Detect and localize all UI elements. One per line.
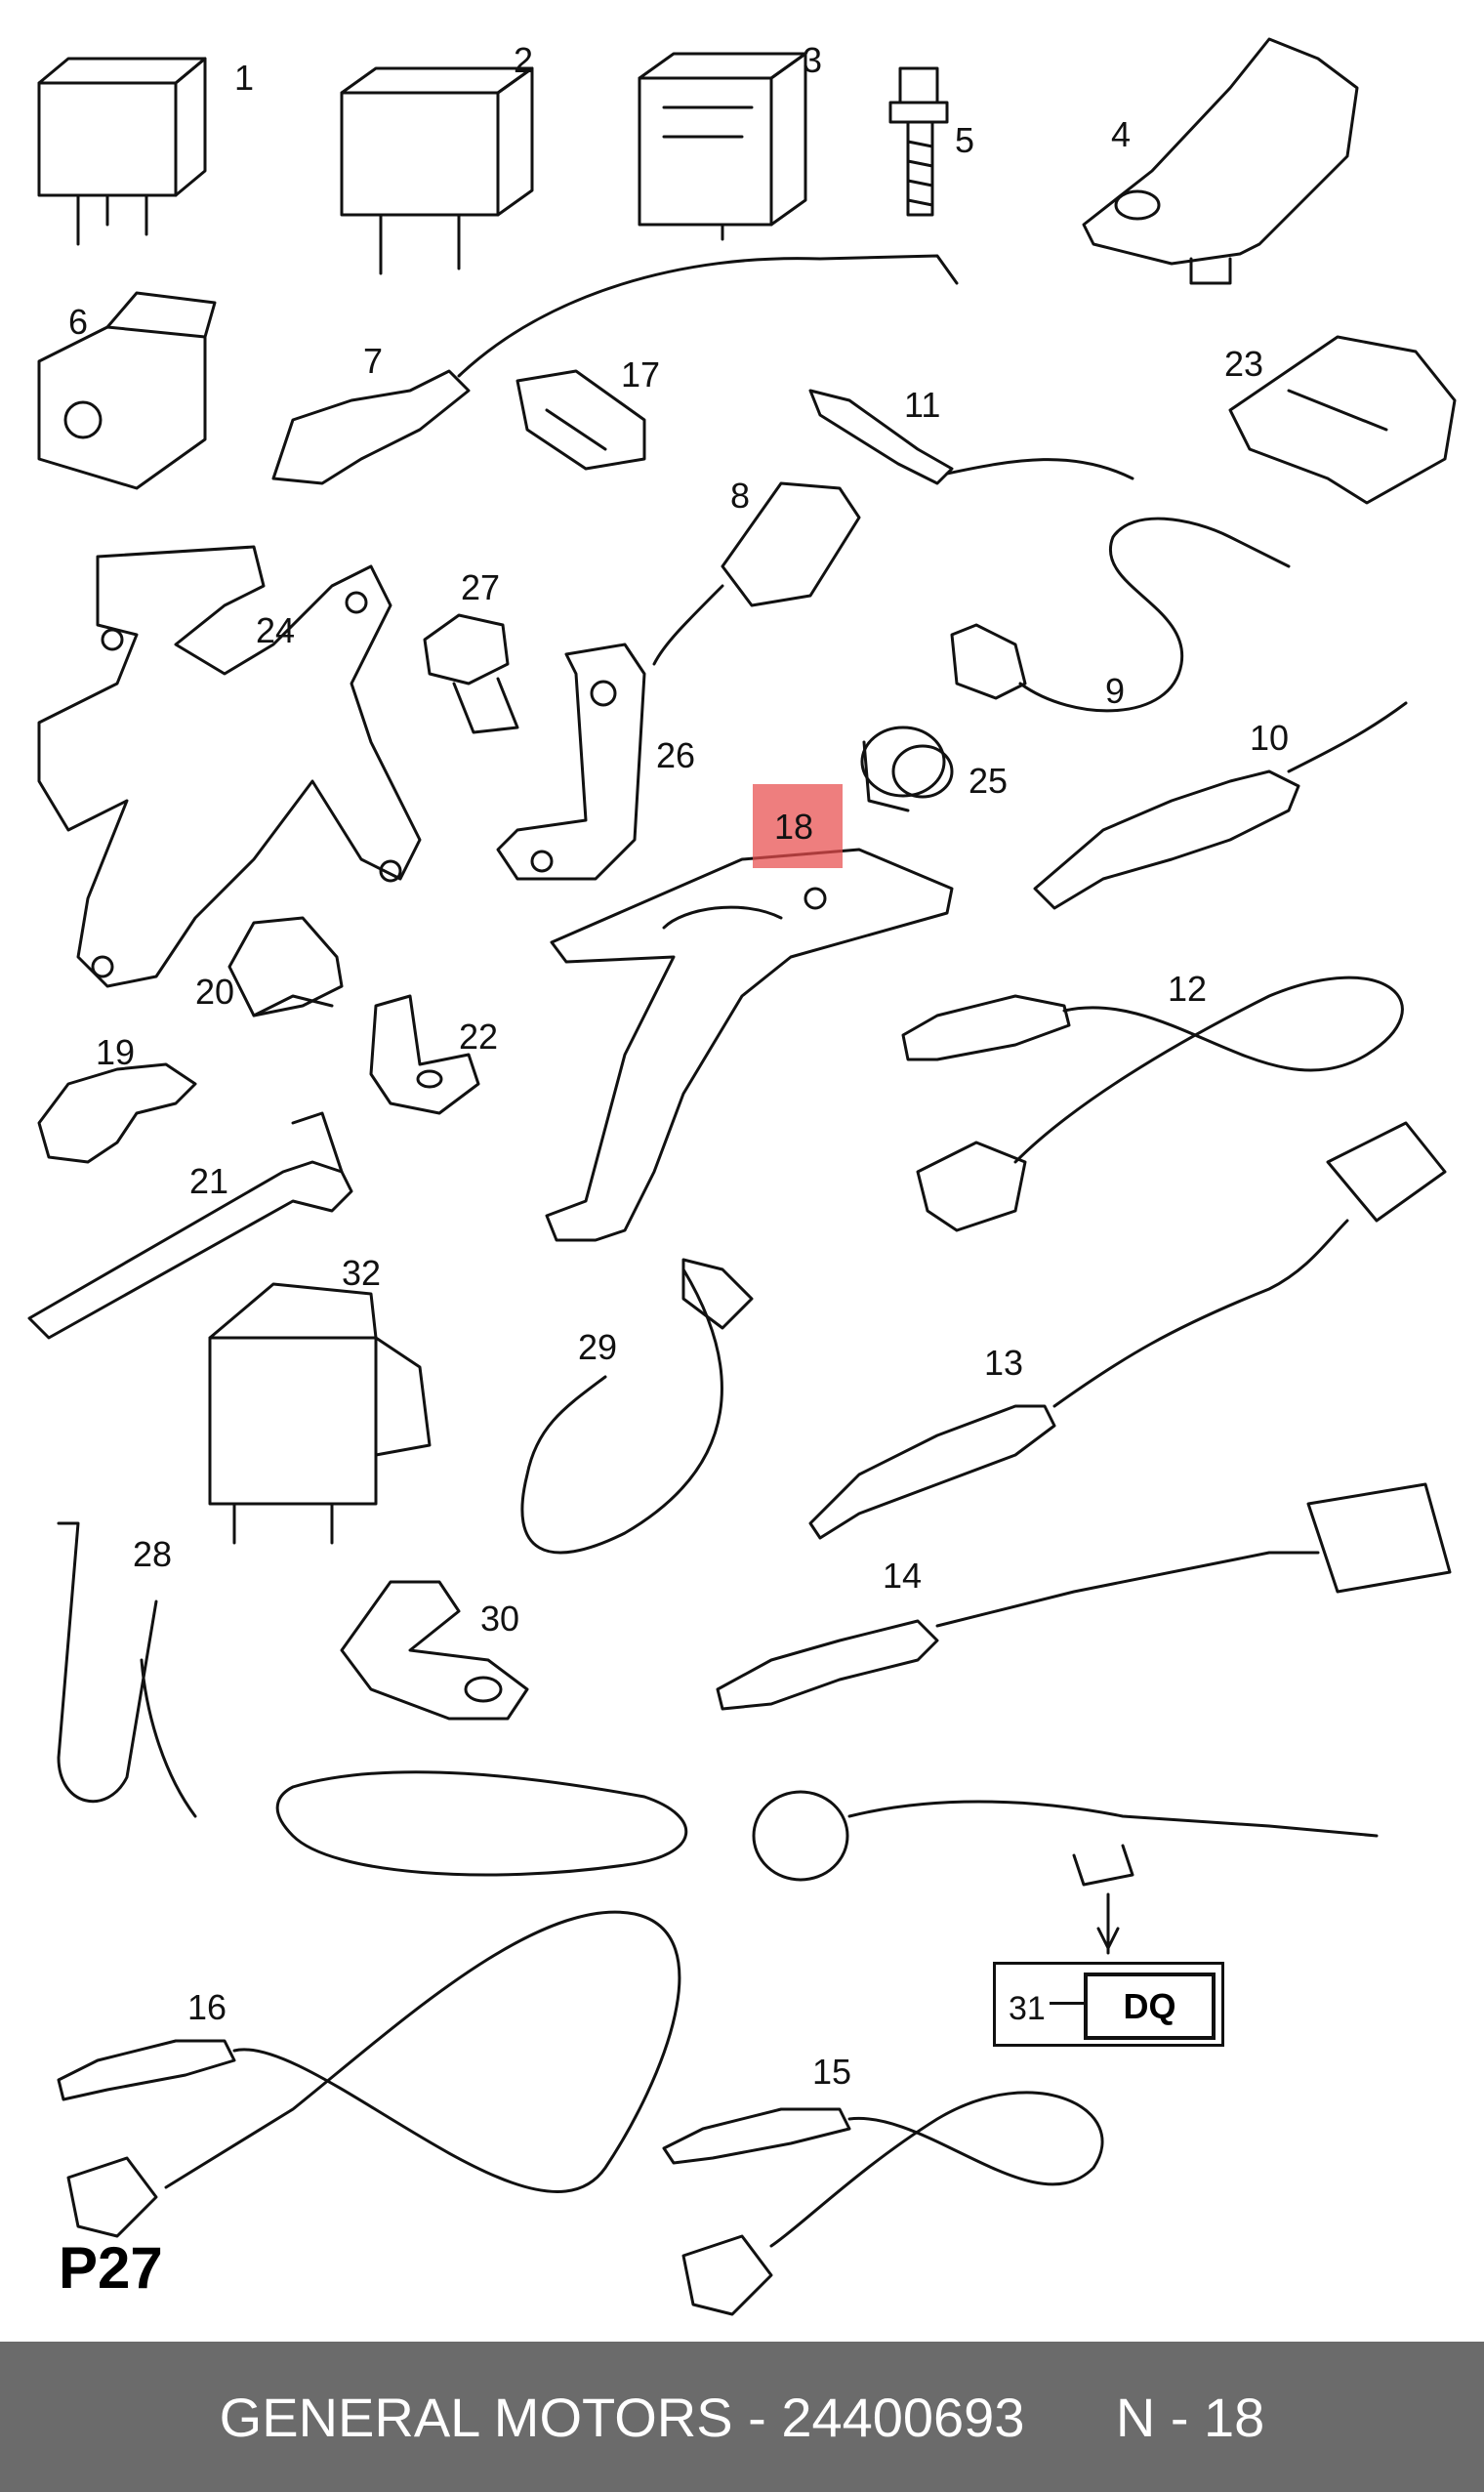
callout-6: 6 — [68, 302, 89, 342]
part-12-sensor — [901, 976, 1404, 1232]
part-13-sensor — [808, 1121, 1447, 1540]
part-1-relay — [37, 57, 207, 246]
part-16-sensor — [57, 1910, 681, 2238]
footer-separator: - — [732, 2386, 782, 2448]
part-7-sensor — [271, 254, 959, 485]
callout-31: 31 — [1009, 1990, 1046, 2027]
callout-17: 17 — [621, 354, 661, 395]
part-15-sensor — [662, 2091, 1104, 2316]
callout-20: 20 — [195, 972, 235, 1012]
part-5-bolt — [888, 66, 949, 217]
callout-28: 28 — [133, 1534, 173, 1574]
callout-8: 8 — [730, 476, 751, 516]
footer-position-label: N - 18 — [1115, 2386, 1265, 2448]
legend-leader-line — [1050, 2002, 1085, 2005]
part-23-clip — [1228, 335, 1457, 505]
part-9-sensor — [950, 517, 1291, 713]
part-32-relay — [208, 1282, 432, 1545]
callout-15: 15 — [812, 2052, 852, 2092]
callout-11: 11 — [904, 385, 941, 425]
part-14-sensor — [716, 1482, 1452, 1711]
callout-14: 14 — [883, 1556, 923, 1596]
callout-7: 7 — [363, 341, 384, 381]
part-10-sensor — [1033, 701, 1408, 910]
callout-24: 24 — [256, 610, 296, 650]
callout-10: 10 — [1250, 718, 1290, 758]
callout-3: 3 — [803, 40, 823, 80]
part-3-relay — [638, 52, 807, 241]
part-26-bracket — [496, 643, 646, 881]
parts-diagram — [27, 37, 1457, 2316]
part-31-harness — [275, 1770, 1379, 1955]
highlight-part-18 — [753, 784, 843, 868]
part-8-connector — [652, 481, 861, 666]
callout-21: 21 — [189, 1161, 229, 1201]
callout-9: 9 — [1105, 671, 1126, 711]
footer-brand: GENERAL MOTORS — [219, 2386, 733, 2448]
page-code: P27 — [59, 2235, 163, 2301]
part-4-sensor — [1082, 37, 1359, 285]
callout-32: 32 — [342, 1253, 382, 1293]
callout-12: 12 — [1168, 969, 1208, 1009]
legend-code-dq: DQ — [1084, 1973, 1216, 2040]
part-20-clamp — [227, 916, 344, 1018]
callout-19: 19 — [96, 1032, 136, 1072]
callout-25: 25 — [969, 761, 1009, 801]
part-22-bracket — [369, 994, 480, 1115]
callout-29: 29 — [578, 1327, 618, 1367]
callout-18: 18 — [774, 807, 814, 847]
callout-22: 22 — [459, 1017, 499, 1057]
part-24-bracket — [37, 545, 422, 988]
callout-13: 13 — [984, 1343, 1024, 1383]
part-27-bolt — [423, 613, 519, 734]
part-28-cable-tie — [57, 1521, 197, 1818]
part-29-strap — [520, 1258, 754, 1555]
part-17-clip — [515, 369, 646, 471]
footer-part-number: 24400693 — [781, 2386, 1025, 2448]
part-6-switch — [37, 291, 217, 490]
part-2-relay — [340, 66, 534, 275]
part-30-clip — [340, 1580, 529, 1721]
part-25-bush — [860, 726, 954, 812]
callout-16: 16 — [187, 1987, 227, 2027]
part-21-cable-tie — [27, 1111, 353, 1340]
callout-27: 27 — [461, 567, 501, 607]
footer-bar: GENERAL MOTORS - 24400693 N - 18 — [0, 2342, 1484, 2492]
callout-2: 2 — [514, 40, 534, 80]
part-11-sensor — [808, 389, 1134, 485]
footer-gap — [1024, 2386, 1115, 2449]
callout-23: 23 — [1224, 344, 1264, 384]
part-18-bracket — [545, 848, 954, 1242]
callout-5: 5 — [955, 120, 975, 160]
callout-4: 4 — [1111, 114, 1132, 154]
part-19-clamp — [37, 1062, 197, 1164]
callout-26: 26 — [656, 735, 696, 775]
callout-1: 1 — [234, 58, 255, 98]
callout-30: 30 — [480, 1599, 520, 1639]
